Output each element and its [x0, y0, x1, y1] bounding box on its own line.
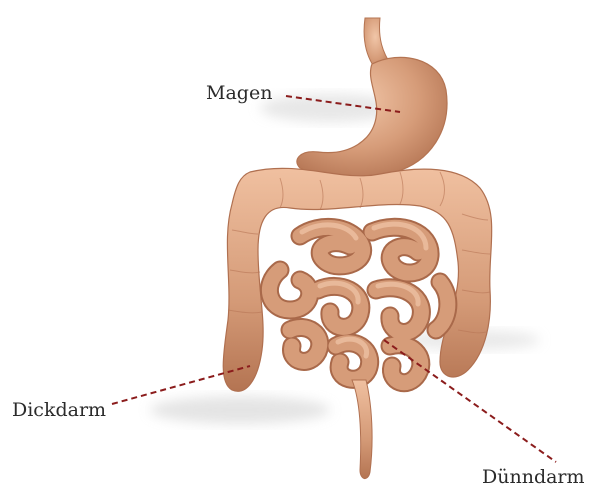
rectum [352, 380, 372, 479]
large-intestine-label: Dickdarm [12, 401, 106, 420]
small-intestine [269, 224, 447, 383]
stomach-label: Magen [206, 84, 272, 103]
small-intestine-label: Dünndarm [482, 468, 585, 487]
